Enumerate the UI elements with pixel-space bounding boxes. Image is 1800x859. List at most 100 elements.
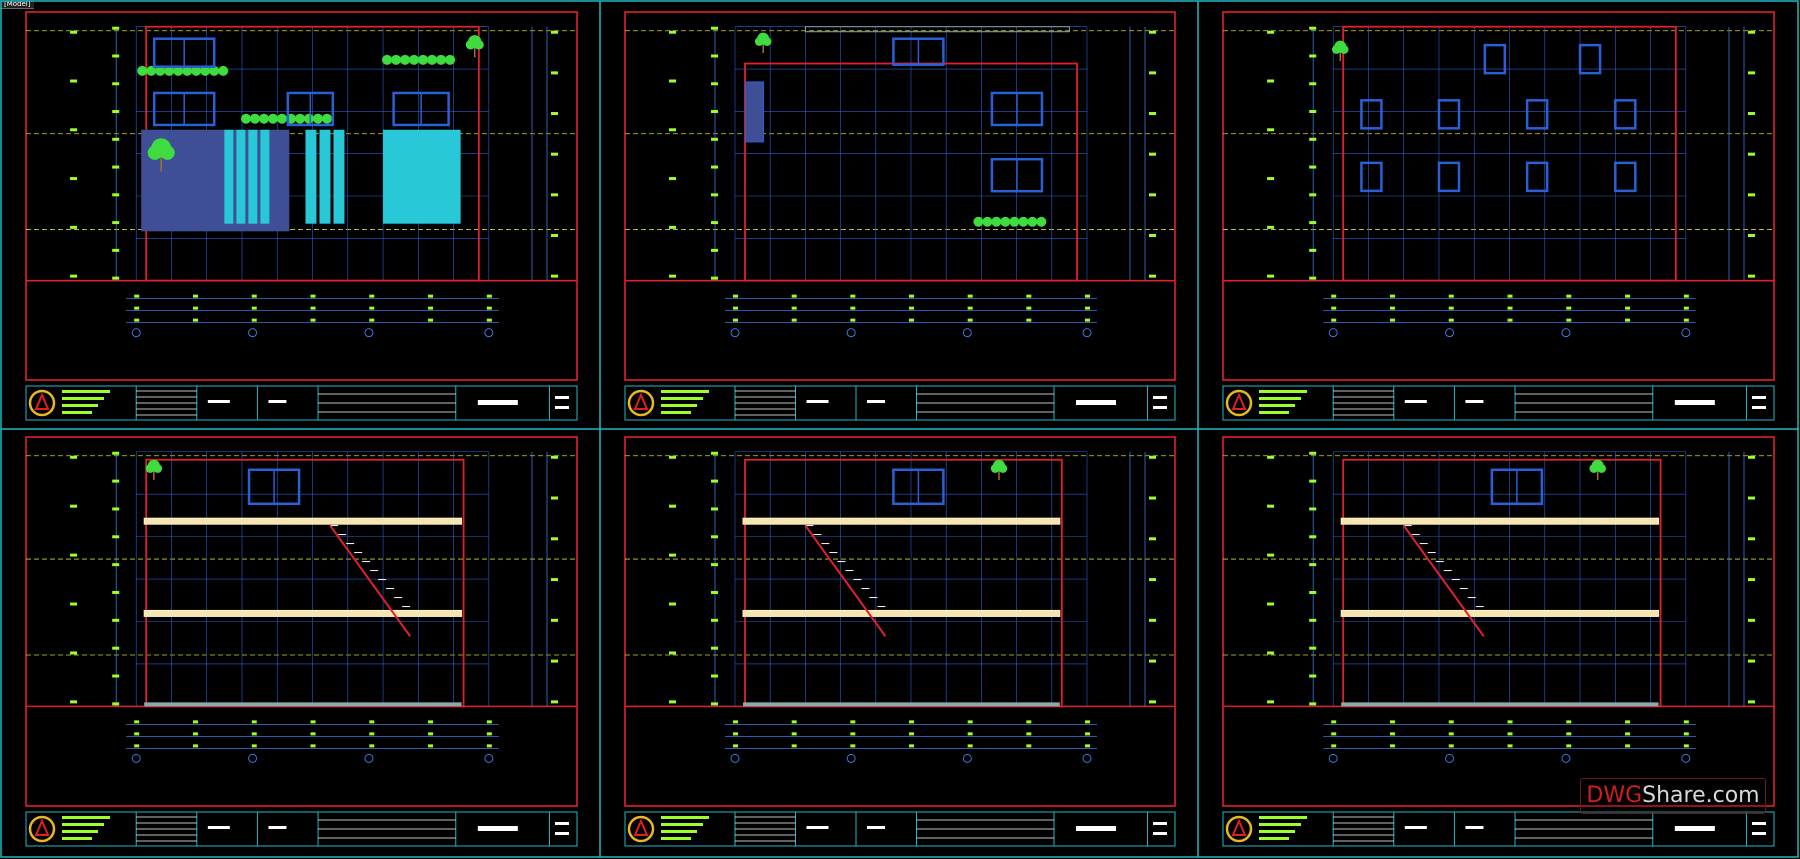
- dimension-text: [551, 30, 558, 34]
- dimension-text: [669, 553, 676, 557]
- dimension-text: [711, 674, 718, 678]
- dimension-text: [1267, 651, 1275, 655]
- dimension-text: [967, 732, 973, 736]
- dimension-text: [1149, 274, 1156, 278]
- hedge-bush: [1000, 216, 1011, 227]
- company-logo-icon: [633, 392, 649, 410]
- dimension-text: [1026, 720, 1032, 724]
- sheet-number-text: [1153, 832, 1167, 835]
- dimension-text: [1448, 294, 1454, 298]
- location-text: [867, 826, 885, 829]
- dimension-text: [310, 744, 316, 748]
- tree-crown: [160, 145, 175, 160]
- dimension-text: [711, 535, 718, 539]
- dimension-text: [251, 306, 257, 310]
- dimension-text: [1149, 112, 1156, 116]
- company-name-text: [661, 816, 709, 819]
- owner-text: [207, 400, 230, 403]
- hedge-bush: [200, 65, 211, 76]
- dimension-text: [1267, 79, 1275, 83]
- grid-bubble: [962, 328, 972, 338]
- hedge-bush: [137, 65, 148, 76]
- hedge-bush: [1009, 216, 1020, 227]
- dimension-text: [967, 318, 973, 322]
- drawing-title-text: [477, 826, 518, 831]
- planter-hedge: [382, 54, 456, 65]
- dimension-text: [967, 294, 973, 298]
- dimension-text: [428, 294, 434, 298]
- dimension-text: [1748, 578, 1755, 582]
- company-logo-icon: [1225, 815, 1253, 843]
- tree-symbol: [1332, 40, 1349, 62]
- dimension-text: [192, 732, 198, 736]
- company-logo-icon: [627, 389, 655, 417]
- dimension-text: [112, 563, 120, 567]
- tree-symbol: [465, 35, 484, 58]
- sheet-number-text: [1153, 396, 1167, 399]
- dimension-text: [1748, 193, 1755, 197]
- dimension-text: [909, 744, 914, 748]
- floor-slab: [143, 517, 463, 525]
- dimension-text: [1566, 318, 1572, 322]
- dimension-text: [486, 744, 492, 748]
- dimension-text: [551, 455, 558, 459]
- dimension-text: [70, 225, 78, 229]
- dimension-text: [486, 306, 492, 310]
- dimension-text: [711, 646, 718, 650]
- dimension-text: [1309, 248, 1317, 252]
- dimension-text: [791, 318, 797, 322]
- dimension-text: [1389, 318, 1395, 322]
- dimension-text: [1566, 732, 1572, 736]
- company-name-text: [62, 411, 92, 414]
- sheet-number-text: [1751, 832, 1766, 835]
- dimension-text: [1085, 294, 1090, 298]
- dimension-text: [112, 248, 120, 252]
- hedge-bush: [418, 54, 429, 65]
- dimension-text: [1331, 294, 1337, 298]
- dimension-text: [1267, 225, 1275, 229]
- dimension-text: [1625, 744, 1631, 748]
- company-name-text: [1259, 411, 1289, 414]
- building-outline: [1342, 25, 1677, 282]
- model-tab[interactable]: [Model]: [0, 0, 35, 9]
- dimension-text: [1309, 646, 1317, 650]
- dimension-text: [134, 744, 140, 748]
- window-frame: [1360, 161, 1383, 193]
- dimension-text: [791, 732, 797, 736]
- window-frame: [1483, 43, 1507, 75]
- dimension-text: [909, 294, 914, 298]
- dimension-text: [733, 744, 738, 748]
- dimension-text: [1566, 720, 1572, 724]
- dimension-text: [967, 744, 973, 748]
- dimension-text: [669, 455, 676, 459]
- dimension-text: [669, 504, 676, 508]
- hedge-bush: [240, 113, 251, 124]
- dimension-text: [711, 137, 718, 141]
- dimension-text: [733, 732, 738, 736]
- dimension-text: [1267, 700, 1275, 704]
- window: [892, 37, 945, 66]
- dimension-text: [669, 651, 676, 655]
- drawing-title-text: [1674, 826, 1715, 831]
- tree-crown: [465, 39, 476, 50]
- ground-slab: [144, 702, 462, 707]
- hedge-bush: [321, 113, 332, 124]
- glass-door: [236, 129, 246, 224]
- tree-crown: [474, 39, 484, 50]
- floor-slab: [1340, 517, 1660, 525]
- company-name-text: [1259, 397, 1301, 400]
- dimension-text: [1149, 537, 1156, 541]
- dimension-text: [1748, 71, 1755, 75]
- planter-hedge: [137, 65, 229, 76]
- glass-door: [305, 129, 317, 224]
- dimension-text: [551, 700, 558, 704]
- dimension-text: [1625, 306, 1631, 310]
- dimension-text: [1331, 318, 1337, 322]
- company-logo-icon: [28, 389, 56, 417]
- roof-slab: [804, 26, 1070, 33]
- hedge-bush: [267, 113, 278, 124]
- dimension-text: [112, 165, 120, 169]
- dimension-text: [112, 276, 120, 280]
- company-name-text: [62, 837, 92, 840]
